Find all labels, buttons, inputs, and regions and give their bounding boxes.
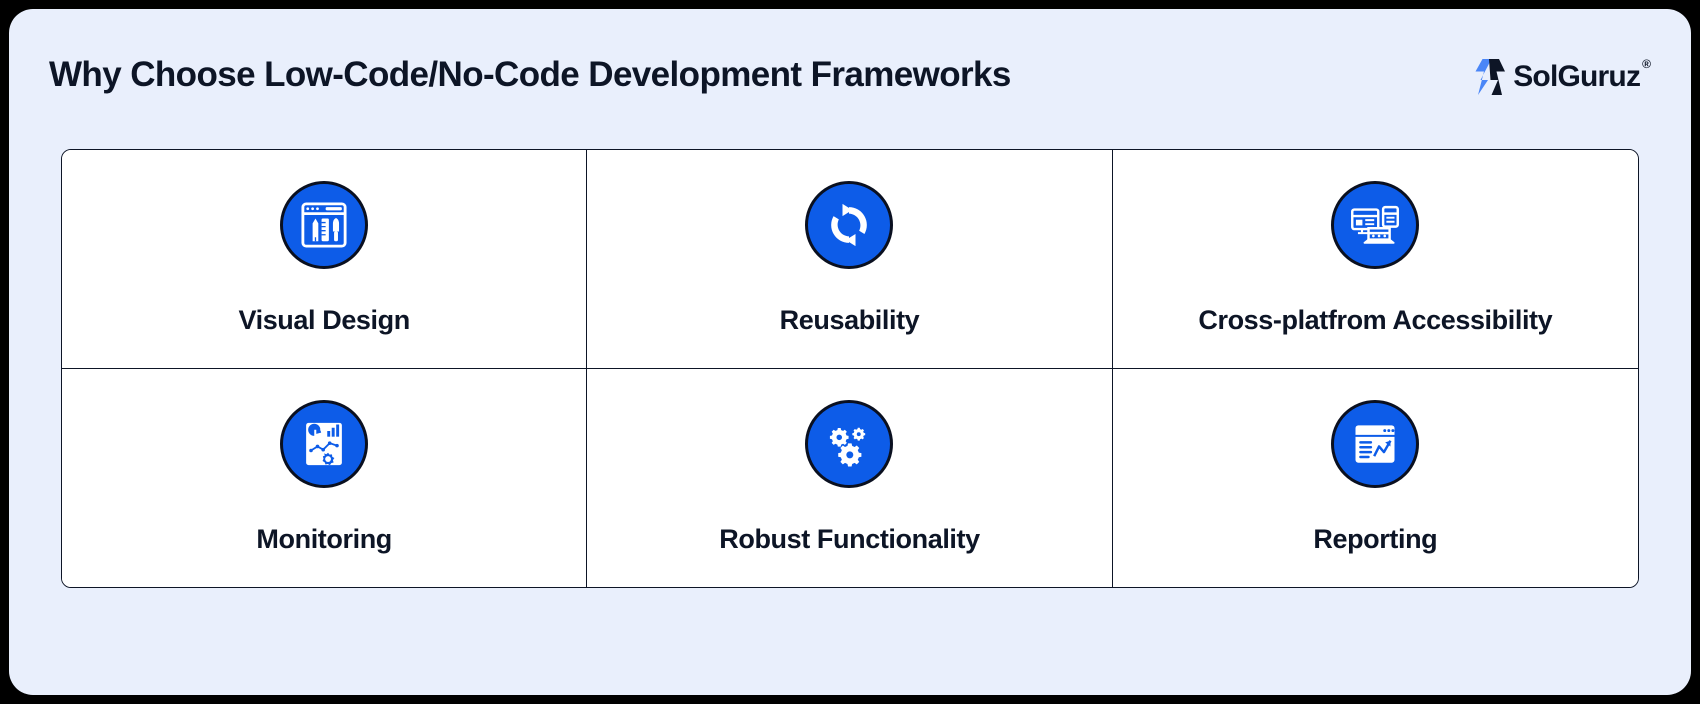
- feature-label: Monitoring: [256, 524, 392, 555]
- report-window-icon: [1349, 418, 1401, 470]
- analytics-dashboard-icon: [298, 418, 350, 470]
- feature-label: Reusability: [779, 305, 920, 336]
- solguruz-mark-icon: [1475, 58, 1509, 96]
- gears-icon: [823, 418, 875, 470]
- feature-label: Visual Design: [238, 305, 410, 336]
- icon-badge: [280, 181, 369, 270]
- icon-badge: [280, 400, 369, 489]
- feature-cell-reporting[interactable]: Reporting: [1112, 368, 1638, 587]
- feature-cell-robust-functionality[interactable]: Robust Functionality: [587, 368, 1113, 587]
- icon-badge: [1331, 400, 1420, 489]
- refresh-cycle-icon: [823, 199, 875, 251]
- header: Why Choose Low-Code/No-Code Development …: [9, 9, 1691, 139]
- brand-name: SolGuruz: [1513, 60, 1641, 93]
- feature-cell-monitoring[interactable]: Monitoring: [62, 368, 588, 587]
- feature-label: Robust Functionality: [719, 524, 980, 555]
- icon-badge: [1331, 181, 1420, 270]
- icon-badge: [805, 181, 894, 270]
- icon-badge: [805, 400, 894, 489]
- design-tools-icon: [298, 199, 350, 251]
- feature-cell-reusability[interactable]: Reusability: [587, 150, 1113, 369]
- feature-label: Cross-platfrom Accessibility: [1198, 305, 1553, 336]
- page-title: Why Choose Low-Code/No-Code Development …: [49, 55, 1011, 94]
- feature-cell-cross-platform[interactable]: Cross-platfrom Accessibility: [1112, 150, 1638, 369]
- feature-cell-visual-design[interactable]: Visual Design: [62, 150, 588, 369]
- trademark-symbol: ®: [1642, 57, 1651, 71]
- multi-device-icon: [1349, 199, 1401, 251]
- infographic-panel: Why Choose Low-Code/No-Code Development …: [9, 9, 1691, 695]
- brand-logo: SolGuruz ®: [1475, 55, 1651, 99]
- feature-label: Reporting: [1313, 524, 1438, 555]
- feature-grid: Visual Design Reusability: [61, 149, 1639, 588]
